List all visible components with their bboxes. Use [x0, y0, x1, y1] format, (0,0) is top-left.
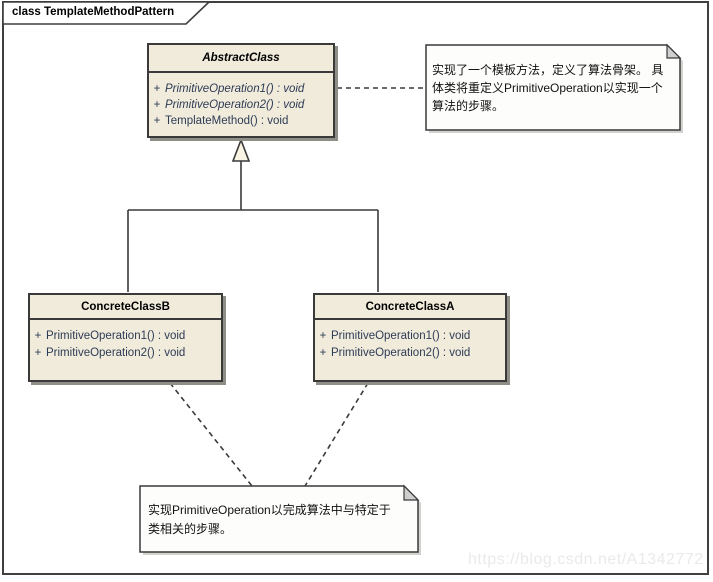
class-abstractclass-name: AbstractClass: [149, 45, 333, 73]
note-bottom-fold-icon: [403, 484, 420, 501]
note-bottom-line1: 实现PrimitiveOperation以完成算法中与特定于: [148, 503, 391, 517]
class-concreteclassa-methods: + PrimitiveOperation1() : void + Primiti…: [315, 320, 505, 362]
note-bottom-text: 实现PrimitiveOperation以完成算法中与特定于 类相关的步骤。: [148, 501, 412, 539]
visibility-plus: +: [319, 330, 327, 342]
generalization-connector: [127, 161, 379, 292]
note-top-text: 实现了一个模板方法，定义了算法骨架。 具 体类将重定义PrimitiveOper…: [432, 61, 676, 115]
class-concreteclassb-name: ConcreteClassB: [30, 295, 221, 320]
note-top-fold-icon: [666, 43, 682, 59]
class-concreteclassa: ConcreteClassA + PrimitiveOperation1() :…: [313, 293, 507, 382]
class-abstractclass-methods: + PrimitiveOperation1() : void + Primiti…: [149, 73, 333, 129]
method-signature: PrimitiveOperation1() : void: [165, 83, 305, 95]
visibility-plus: +: [153, 115, 161, 127]
method-signature: PrimitiveOperation1() : void: [331, 330, 471, 342]
method-signature: PrimitiveOperation2() : void: [331, 347, 471, 359]
class-concreteclassb-methods: + PrimitiveOperation1() : void + Primiti…: [30, 320, 221, 362]
note-top: [425, 44, 681, 131]
method-signature: PrimitiveOperation2() : void: [46, 347, 186, 359]
visibility-plus: +: [34, 347, 42, 359]
class-concreteclassa-name: ConcreteClassA: [315, 295, 505, 320]
note-bottom: [139, 485, 419, 553]
visibility-plus: +: [34, 330, 42, 342]
method-signature: PrimitiveOperation2() : void: [165, 99, 305, 111]
notelink-concreteB-note: [169, 382, 253, 487]
method-row: + PrimitiveOperation1() : void: [30, 328, 221, 345]
note-top-line2: 体类将重定义PrimitiveOperation以实现一个: [432, 81, 663, 95]
frame-title: class TemplateMethodPattern: [12, 6, 175, 18]
class-abstractclass: AbstractClass + PrimitiveOperation1() : …: [147, 43, 335, 138]
note-bottom-line2: 类相关的步骤。: [148, 522, 233, 536]
class-concreteclassb: ConcreteClassB + PrimitiveOperation1() :…: [28, 293, 223, 382]
frame-tab: [2, 1, 211, 25]
note-top-line1: 实现了一个模板方法，定义了算法骨架。 具: [432, 63, 664, 77]
visibility-plus: +: [153, 99, 161, 111]
method-row: + PrimitiveOperation2() : void: [149, 97, 333, 113]
generalization-arrow-icon: [231, 137, 251, 162]
method-row: + TemplateMethod() : void: [149, 113, 333, 129]
method-row: + PrimitiveOperation2() : void: [315, 345, 505, 362]
method-row: + PrimitiveOperation2() : void: [30, 345, 221, 362]
note-top-line3: 算法的步骤。: [432, 99, 505, 113]
notelink-concreteA-note: [304, 382, 369, 487]
watermark-url: https://blog.csdn.net/A1342772: [468, 551, 704, 568]
method-signature: PrimitiveOperation1() : void: [46, 330, 186, 342]
visibility-plus: +: [319, 347, 327, 359]
visibility-plus: +: [153, 83, 161, 95]
method-row: + PrimitiveOperation1() : void: [149, 81, 333, 97]
method-row: + PrimitiveOperation1() : void: [315, 328, 505, 345]
method-signature: TemplateMethod() : void: [165, 115, 289, 127]
